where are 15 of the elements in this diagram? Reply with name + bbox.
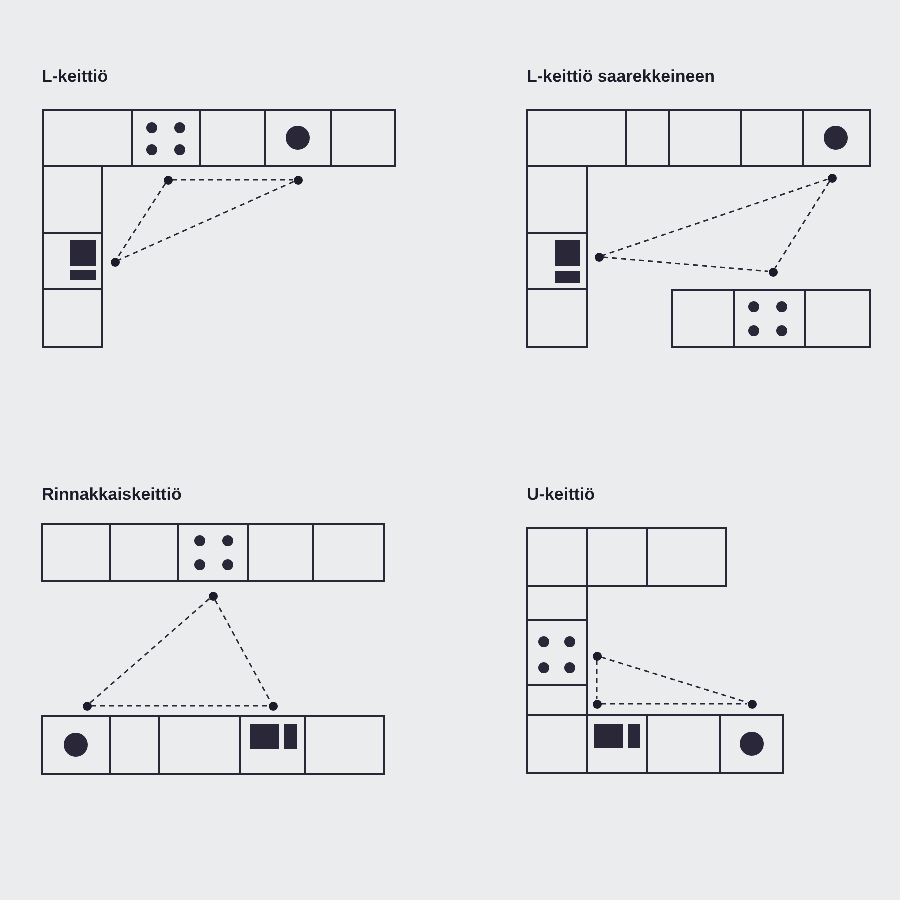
dashed-line	[116, 183, 166, 259]
layout-title: U-keittiö	[527, 484, 595, 506]
dashed-line	[774, 181, 830, 269]
dashed-line	[90, 598, 210, 704]
layout-title: Rinnakkaiskeittiö	[42, 484, 182, 506]
layout-title: L-keittiö saarekkeineen	[527, 66, 716, 88]
dashed-line	[596, 660, 598, 700]
dashed-line	[603, 178, 828, 256]
dashed-line	[172, 179, 294, 181]
layout-title: L-keittiö	[42, 66, 108, 88]
dashed-line	[92, 705, 268, 707]
dashed-line	[214, 600, 272, 702]
dashed-line	[118, 181, 294, 261]
dashed-line	[602, 703, 748, 705]
dashed-line	[603, 256, 769, 272]
